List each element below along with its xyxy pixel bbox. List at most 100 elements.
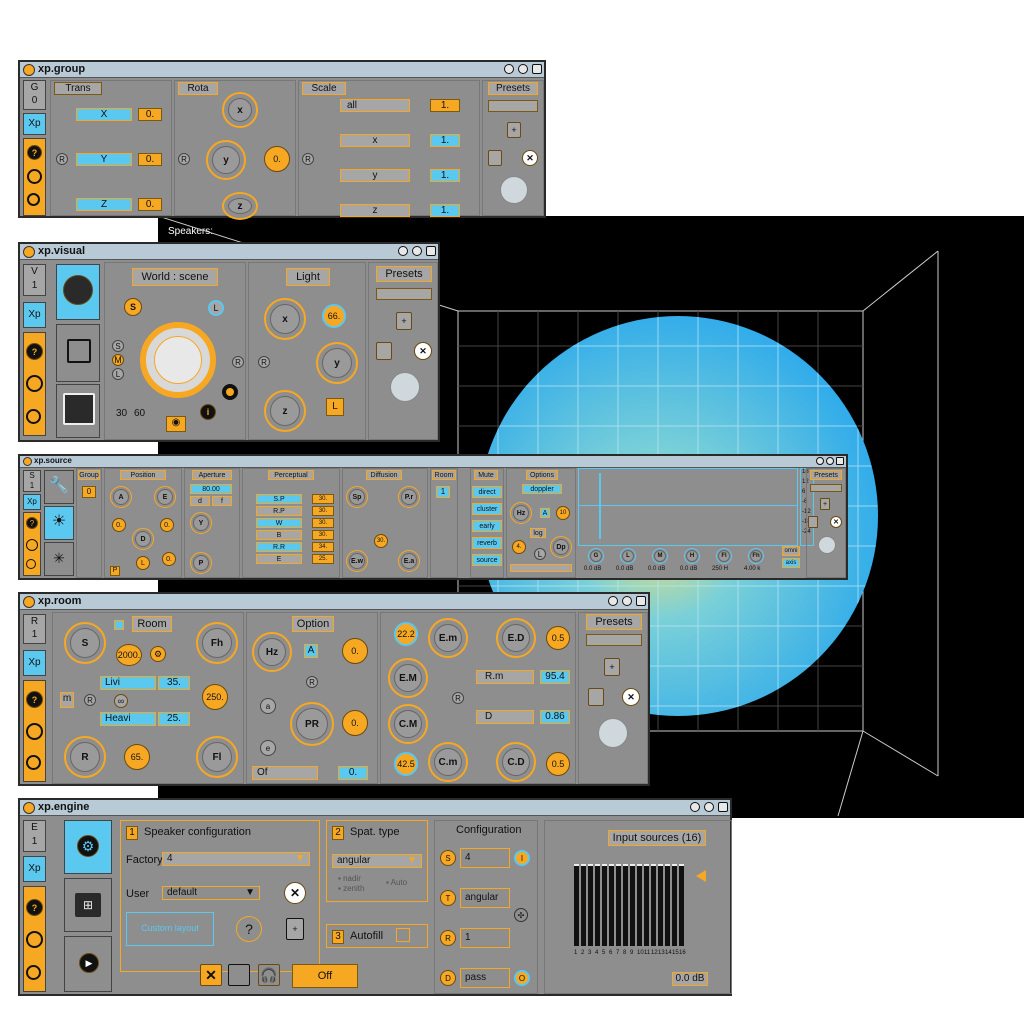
world-s-button[interactable]: S [124,298,142,316]
routing-icon[interactable]: ✣ [514,908,528,922]
xp-group-titlebar[interactable]: xp.group [20,62,544,78]
options-slider[interactable] [510,564,572,572]
option-value-a[interactable]: 0. [342,638,368,664]
size-m[interactable]: M [112,354,124,366]
eye-icon[interactable]: ◉ [166,416,186,432]
help-icon[interactable]: ? [26,343,43,360]
room-value[interactable]: 1 [436,486,450,498]
perceptual-value-1[interactable]: 30. [312,506,334,516]
cM-knob[interactable]: C.M [388,704,428,744]
presets-dropdown[interactable] [586,634,642,646]
group-value[interactable]: 0 [82,486,96,498]
search-icon[interactable] [26,965,41,980]
diffusion-pr-knob[interactable]: P.r [398,486,420,508]
config-o-button[interactable]: O [514,970,530,986]
size-s[interactable]: S [112,340,124,352]
user-dropdown[interactable]: default▼ [162,886,260,900]
perceptual-slider-4[interactable]: R.R [256,542,302,552]
rota-value[interactable]: 0. [264,146,290,172]
value-42-5[interactable]: 42.5 [394,752,418,776]
mute-reverb-button[interactable]: reverb [472,537,502,549]
wrench-button[interactable]: 🔧 [44,470,74,504]
position-value-1[interactable]: 0. [112,518,126,532]
heavi-slider[interactable]: Heavi [100,712,156,726]
mute-source-button[interactable]: source [472,554,502,566]
off-button[interactable]: Off [292,964,358,988]
light-y-knob[interactable]: y [316,342,358,384]
config-T-button[interactable]: T [440,890,456,906]
position-e-knob[interactable]: E [154,486,176,508]
room-fl-knob[interactable]: Fl [196,736,238,778]
scale-reset[interactable]: R [302,153,314,165]
value-0-5-b[interactable]: 0.5 [546,752,570,776]
presets-label[interactable]: Presets [488,82,538,95]
help-layout-button[interactable]: ? [236,916,262,942]
light-l-button[interactable]: L [326,398,344,416]
scale-all-slider[interactable]: all [340,99,410,112]
ring-toggle[interactable] [222,384,238,400]
config-i-button[interactable]: I [514,850,530,866]
light-value[interactable]: 66. [322,304,346,328]
position-a-knob[interactable]: A [110,486,132,508]
cm-knob[interactable]: C.m [428,742,468,782]
config-S-value[interactable]: 4 [460,848,510,868]
network-button[interactable]: ✳ [44,542,74,576]
search-icon[interactable] [26,559,36,569]
add-layout-icon[interactable]: + [286,918,304,940]
position-value-2[interactable]: 0. [160,518,174,532]
file-icon[interactable] [488,150,502,166]
gain-value[interactable]: 0.0 dB [672,972,708,986]
resize-icon[interactable] [518,64,528,74]
light-x-knob[interactable]: x [264,298,306,340]
axis-button[interactable]: axis [782,558,800,568]
presets-dropdown[interactable] [488,100,538,112]
file-icon[interactable] [808,516,818,528]
room-fh-knob[interactable]: Fh [196,622,238,664]
world-reset[interactable]: R [232,356,244,368]
resize-icon[interactable] [622,596,632,606]
link-icon[interactable] [816,457,824,465]
resize-icon[interactable] [412,246,422,256]
ed-knob[interactable]: E.D [496,618,536,658]
add-preset-icon[interactable]: + [507,122,521,138]
globe-icon[interactable] [27,169,42,184]
auto-checkbox[interactable]: ▪ Auto [386,878,408,887]
add-preset-icon[interactable]: + [396,312,412,330]
light-reset[interactable]: R [258,356,270,368]
mute-early-button[interactable]: early [472,520,502,532]
trans-reset[interactable]: R [56,153,68,165]
file-icon[interactable] [588,688,604,706]
option-a-toggle[interactable]: A [304,644,318,658]
mute-direct-button[interactable]: direct [472,486,502,498]
add-preset-icon[interactable]: + [604,658,620,676]
meter-1-knob[interactable]: L [620,548,636,564]
nadir-checkbox[interactable]: ▪ nadir [338,874,361,883]
diffusion-sp-knob[interactable]: Sp [346,486,368,508]
position-value-3[interactable]: 0. [162,552,176,566]
mute-cluster-button[interactable]: cluster [472,503,502,515]
scale-all-value[interactable]: 1. [430,99,460,112]
rm-slider[interactable]: R.m [476,670,534,684]
xp-room-titlebar[interactable]: xp.room [20,594,648,610]
trans-x-slider[interactable]: X [76,108,132,121]
eM-knob[interactable]: E.M [388,658,428,698]
scale-x-value[interactable]: 1. [430,134,460,147]
rota-x-knob[interactable]: x [222,92,258,128]
diffusion-ew-knob[interactable]: E.w [346,550,368,572]
sun-button[interactable]: ☀ [44,506,74,540]
info-icon[interactable]: i [200,404,216,420]
options-value-4[interactable]: 4. [512,540,526,554]
zenith-checkbox[interactable]: ▪ zenith [338,884,365,893]
custom-layout-button[interactable]: Custom layout [126,912,214,946]
room-r-knob[interactable]: R [64,736,106,778]
aperture-y-knob[interactable]: Y [190,512,212,534]
presets-label[interactable]: Presets [376,266,432,282]
perceptual-value-2[interactable]: 30. [312,518,334,528]
save-icon[interactable] [532,64,542,74]
trans-x-value[interactable]: 0. [138,108,162,121]
presets-dropdown[interactable] [376,288,432,300]
perceptual-slider-3[interactable]: B [256,530,302,540]
m-toggle[interactable]: m [60,692,74,708]
delete-preset-icon[interactable]: ✕ [522,150,538,166]
of-value[interactable]: 0. [338,766,368,780]
